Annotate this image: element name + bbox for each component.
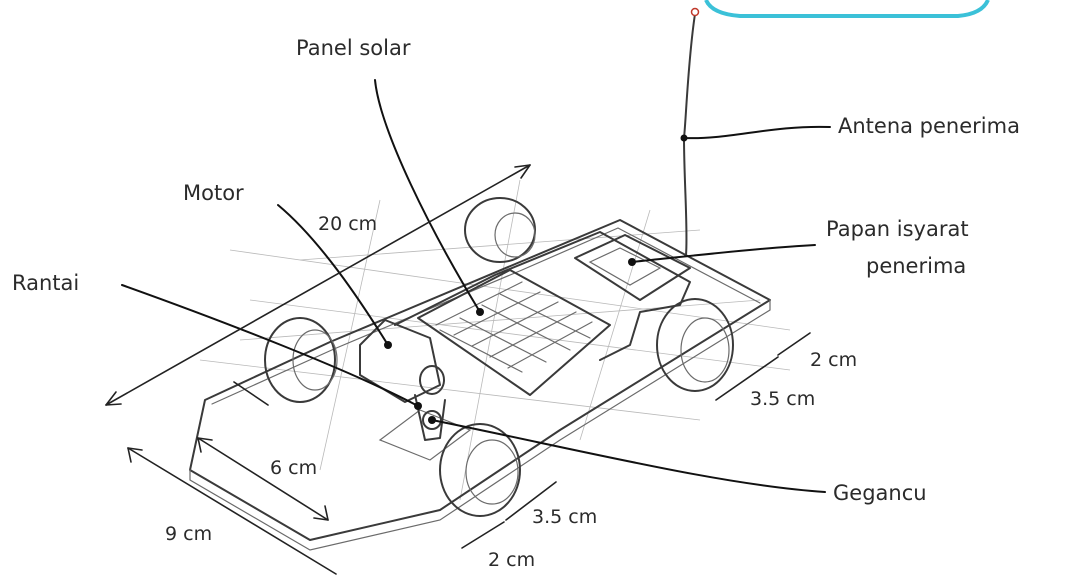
signal-board [574,234,691,301]
leader-antena [683,125,831,140]
motor-body [359,319,446,441]
dim-2cm-front: 2 cm [488,549,535,571]
leader-gegancu [431,419,826,493]
speech-bubble [704,0,990,18]
label-papan-isyarat-line2: penerima [866,254,966,278]
dimension-arrows [105,164,811,575]
dim-9cm: 9 cm [165,523,212,545]
dim-3-5cm-front: 3.5 cm [532,506,597,528]
leader-rantai [121,284,419,407]
dim-6cm: 6 cm [270,457,317,479]
leader-motor [277,204,389,346]
construction-lines [199,179,791,501]
dim-3-5cm-rear: 3.5 cm [750,388,815,410]
label-motor: Motor [183,181,244,205]
wheel-front-left [439,423,521,517]
antenna [680,7,700,256]
label-panel-solar: Panel solar [296,36,411,60]
wheel-rear-right [464,197,536,263]
wheel-rear-left [264,317,338,403]
leader-panel-solar [374,79,481,313]
dim-2cm-rear: 2 cm [810,349,857,371]
wiring [394,231,691,361]
label-rantai: Rantai [12,271,79,295]
leader-papan [631,244,816,263]
wheel-front-right [656,298,734,392]
dim-20cm: 20 cm [318,213,377,235]
label-papan-isyarat-line1: Papan isyarat [826,217,969,241]
label-antena-penerima: Antena penerima [838,114,1020,138]
label-gegancu: Gegancu [833,481,927,505]
solar-panel [417,269,611,396]
